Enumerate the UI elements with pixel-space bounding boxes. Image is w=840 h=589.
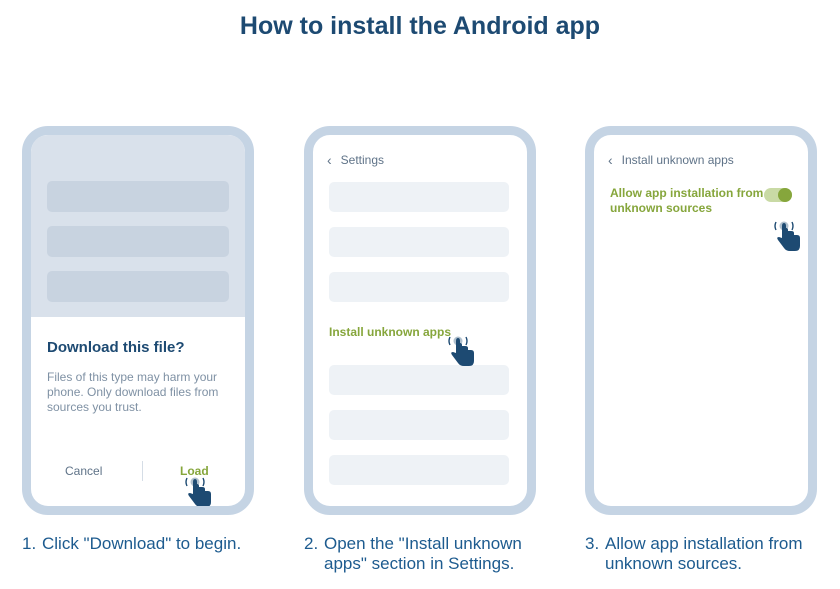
step-text: Allow app installation from unknown sour… bbox=[605, 534, 803, 573]
allow-installation-label: Allow app installation from unknown sour… bbox=[610, 186, 764, 215]
allow-installation-toggle[interactable] bbox=[764, 188, 792, 202]
phone-install-unknown-apps: ‹ Install unknown apps Allow app install… bbox=[585, 126, 817, 515]
settings-list-item[interactable] bbox=[329, 455, 509, 485]
button-divider bbox=[142, 461, 143, 481]
chevron-left-icon: ‹ bbox=[608, 152, 613, 168]
tap-hand-icon bbox=[774, 221, 800, 251]
step-number: 2. bbox=[304, 534, 319, 553]
install-unknown-apps-item[interactable]: Install unknown apps bbox=[329, 325, 452, 339]
settings-list-item[interactable] bbox=[329, 410, 509, 440]
settings-list-item[interactable] bbox=[329, 227, 509, 257]
step-text: Click "Download" to begin. bbox=[42, 534, 242, 553]
placeholder-bar bbox=[47, 181, 229, 212]
toggle-knob bbox=[778, 188, 792, 202]
load-button[interactable]: Load bbox=[180, 464, 209, 478]
phone-settings: ‹ Settings Install unknown apps bbox=[304, 126, 536, 515]
step-1-caption: 1. Click "Download" to begin. bbox=[22, 534, 282, 554]
settings-list-item[interactable] bbox=[329, 365, 509, 395]
settings-list-item[interactable] bbox=[329, 182, 509, 212]
step-2-caption: 2. Open the "Install unknown apps" secti… bbox=[304, 534, 544, 574]
settings-list-item[interactable] bbox=[329, 272, 509, 302]
chevron-left-icon: ‹ bbox=[327, 152, 332, 168]
step-number: 1. bbox=[22, 534, 37, 553]
dialog-body: Files of this type may harm your phone. … bbox=[47, 370, 219, 414]
tap-hand-icon bbox=[185, 477, 211, 506]
page-title: How to install the Android app bbox=[239, 12, 601, 40]
dialog-title: Download this file? bbox=[47, 339, 185, 356]
settings-header-label: Settings bbox=[340, 153, 385, 167]
step-number: 3. bbox=[585, 534, 600, 553]
cancel-button[interactable]: Cancel bbox=[65, 464, 103, 478]
install-unknown-apps-header[interactable]: ‹ Install unknown apps bbox=[608, 153, 734, 167]
step-3-caption: 3. Allow app installation from unknown s… bbox=[585, 534, 825, 574]
settings-header[interactable]: ‹ Settings bbox=[327, 153, 384, 167]
install-unknown-apps-header-label: Install unknown apps bbox=[621, 153, 734, 167]
phone-download-dialog: Download this file? Files of this type m… bbox=[22, 126, 254, 515]
placeholder-bar bbox=[47, 226, 229, 257]
tap-hand-icon bbox=[448, 336, 474, 366]
placeholder-bar bbox=[47, 271, 229, 302]
step-text: Open the "Install unknown apps" section … bbox=[324, 534, 522, 573]
